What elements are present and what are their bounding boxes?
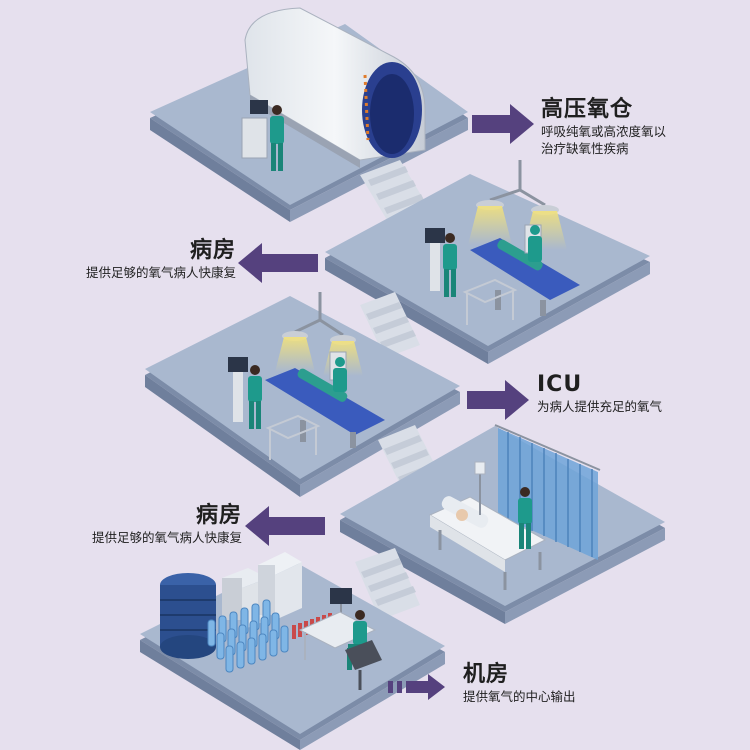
platform-machine-room xyxy=(140,559,445,750)
hospital-bed-icon xyxy=(428,496,547,590)
arrow-right-icu xyxy=(467,380,529,420)
desc-ward1: 提供足够的氧气病人快康复 xyxy=(85,265,236,280)
title-icu: ICU xyxy=(537,372,583,397)
title-hyperbaric: 高压氧仓 xyxy=(541,97,634,122)
instrument-cart xyxy=(265,414,321,460)
title-ward2: 病房 xyxy=(195,503,242,528)
control-console xyxy=(241,100,268,159)
oxygen-cylinder-icon xyxy=(207,599,289,673)
instrument-cart xyxy=(462,278,518,325)
label-ward2: 病房 提供足够的氧气病人快康复 xyxy=(46,503,242,546)
oxygen-cylinder xyxy=(280,625,289,653)
desc-ward2: 提供足够的氧气病人快康复 xyxy=(91,530,242,545)
oxygen-cylinder xyxy=(225,645,234,673)
staircase-icon xyxy=(355,548,420,620)
oxygen-cylinder xyxy=(269,629,278,657)
oxygen-cylinder xyxy=(216,632,225,660)
desc-hyperbaric-line1: 呼吸纯氧或高浓度氧以 xyxy=(541,124,667,139)
office-chair xyxy=(345,640,382,690)
label-machine-room: 机房 提供氧气的中心输出 xyxy=(463,662,576,705)
oxygen-cylinder xyxy=(247,637,256,665)
oxygen-cylinder xyxy=(258,633,267,661)
arrow-left-ward1 xyxy=(238,243,318,283)
iv-stand xyxy=(474,461,486,515)
staff-figure-1 xyxy=(270,105,284,171)
staff-figure-3 xyxy=(248,357,347,429)
staff-figure-2 xyxy=(443,225,542,297)
title-ward1: 病房 xyxy=(189,238,236,263)
equipment-cabinet xyxy=(222,552,302,630)
arrow-right-machine-room xyxy=(388,674,445,700)
label-icu: ICU 为病人提供充足的氧气 xyxy=(537,372,662,415)
oxygen-tank-icon xyxy=(160,573,216,659)
operating-bed-icon xyxy=(470,238,580,316)
oxygen-cylinder xyxy=(236,641,245,669)
desc-hyperbaric-line2: 治疗缺氧性疾病 xyxy=(541,141,629,156)
label-hyperbaric: 高压氧仓 呼吸纯氧或高浓度氧以 治疗缺氧性疾病 xyxy=(541,97,666,157)
arrow-left-ward2 xyxy=(245,506,325,546)
staff-figure-4 xyxy=(518,487,532,549)
oxygen-cylinder xyxy=(207,619,216,647)
title-machine-room: 机房 xyxy=(463,662,510,687)
red-cylinder xyxy=(292,625,296,639)
staircase-icon xyxy=(360,292,420,358)
arrow-right-hyperbaric xyxy=(472,104,534,144)
desc-icu: 为病人提供充足的氧气 xyxy=(537,399,663,414)
label-ward1: 病房 提供足够的氧气病人快康复 xyxy=(40,238,236,281)
curtain xyxy=(494,424,601,560)
desc-machine-room: 提供氧气的中心输出 xyxy=(463,689,576,704)
